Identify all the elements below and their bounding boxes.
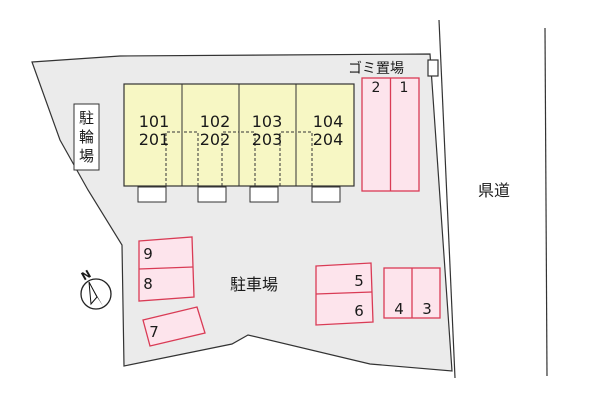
parking-lot-label: 駐車場 <box>230 275 278 294</box>
unit-204: 204 <box>313 130 344 149</box>
bicycle-parking-char-1: 駐 <box>79 109 94 127</box>
road-label: 県道 <box>478 181 510 200</box>
parking-space-6: 6 <box>354 302 364 320</box>
bicycle-parking-char-3: 場 <box>79 147 94 165</box>
apartment-building: 101 201 102 202 103 203 104 204 <box>123 83 355 187</box>
bicycle-parking: 駐 輪 場 <box>73 103 100 171</box>
parking-space-9: 9 <box>143 245 153 263</box>
entrance-steps <box>137 186 341 203</box>
parking-space-7: 7 <box>149 323 159 341</box>
unit-103: 103 <box>252 112 283 131</box>
unit-102: 102 <box>200 112 231 131</box>
garbage-area-icon <box>427 59 439 77</box>
unit-101: 101 <box>139 112 170 131</box>
parking-spaces-5-6: 5 6 <box>315 262 374 326</box>
bicycle-parking-char-2: 輪 <box>79 128 94 146</box>
parking-space-3: 3 <box>422 300 432 318</box>
parking-spaces-4-3: 4 3 <box>383 267 441 319</box>
parking-space-4: 4 <box>394 300 404 318</box>
unit-203: 203 <box>252 130 283 149</box>
parking-space-7-area: 7 <box>142 306 206 347</box>
parking-space-1: 1 <box>400 80 409 96</box>
unit-201: 201 <box>139 130 170 149</box>
north-compass: N <box>79 267 112 310</box>
parking-spaces-1-2: 2 1 <box>361 77 420 192</box>
garbage-area-label: ゴミ置場 <box>348 60 404 77</box>
unit-202: 202 <box>200 130 231 149</box>
parking-space-5: 5 <box>354 272 364 290</box>
parking-space-8: 8 <box>143 275 153 293</box>
unit-104: 104 <box>313 112 344 131</box>
road-edge-right <box>544 27 548 377</box>
road-edge-left <box>438 19 456 379</box>
parking-space-2: 2 <box>372 80 381 96</box>
parking-spaces-9-8: 9 8 <box>138 236 195 302</box>
